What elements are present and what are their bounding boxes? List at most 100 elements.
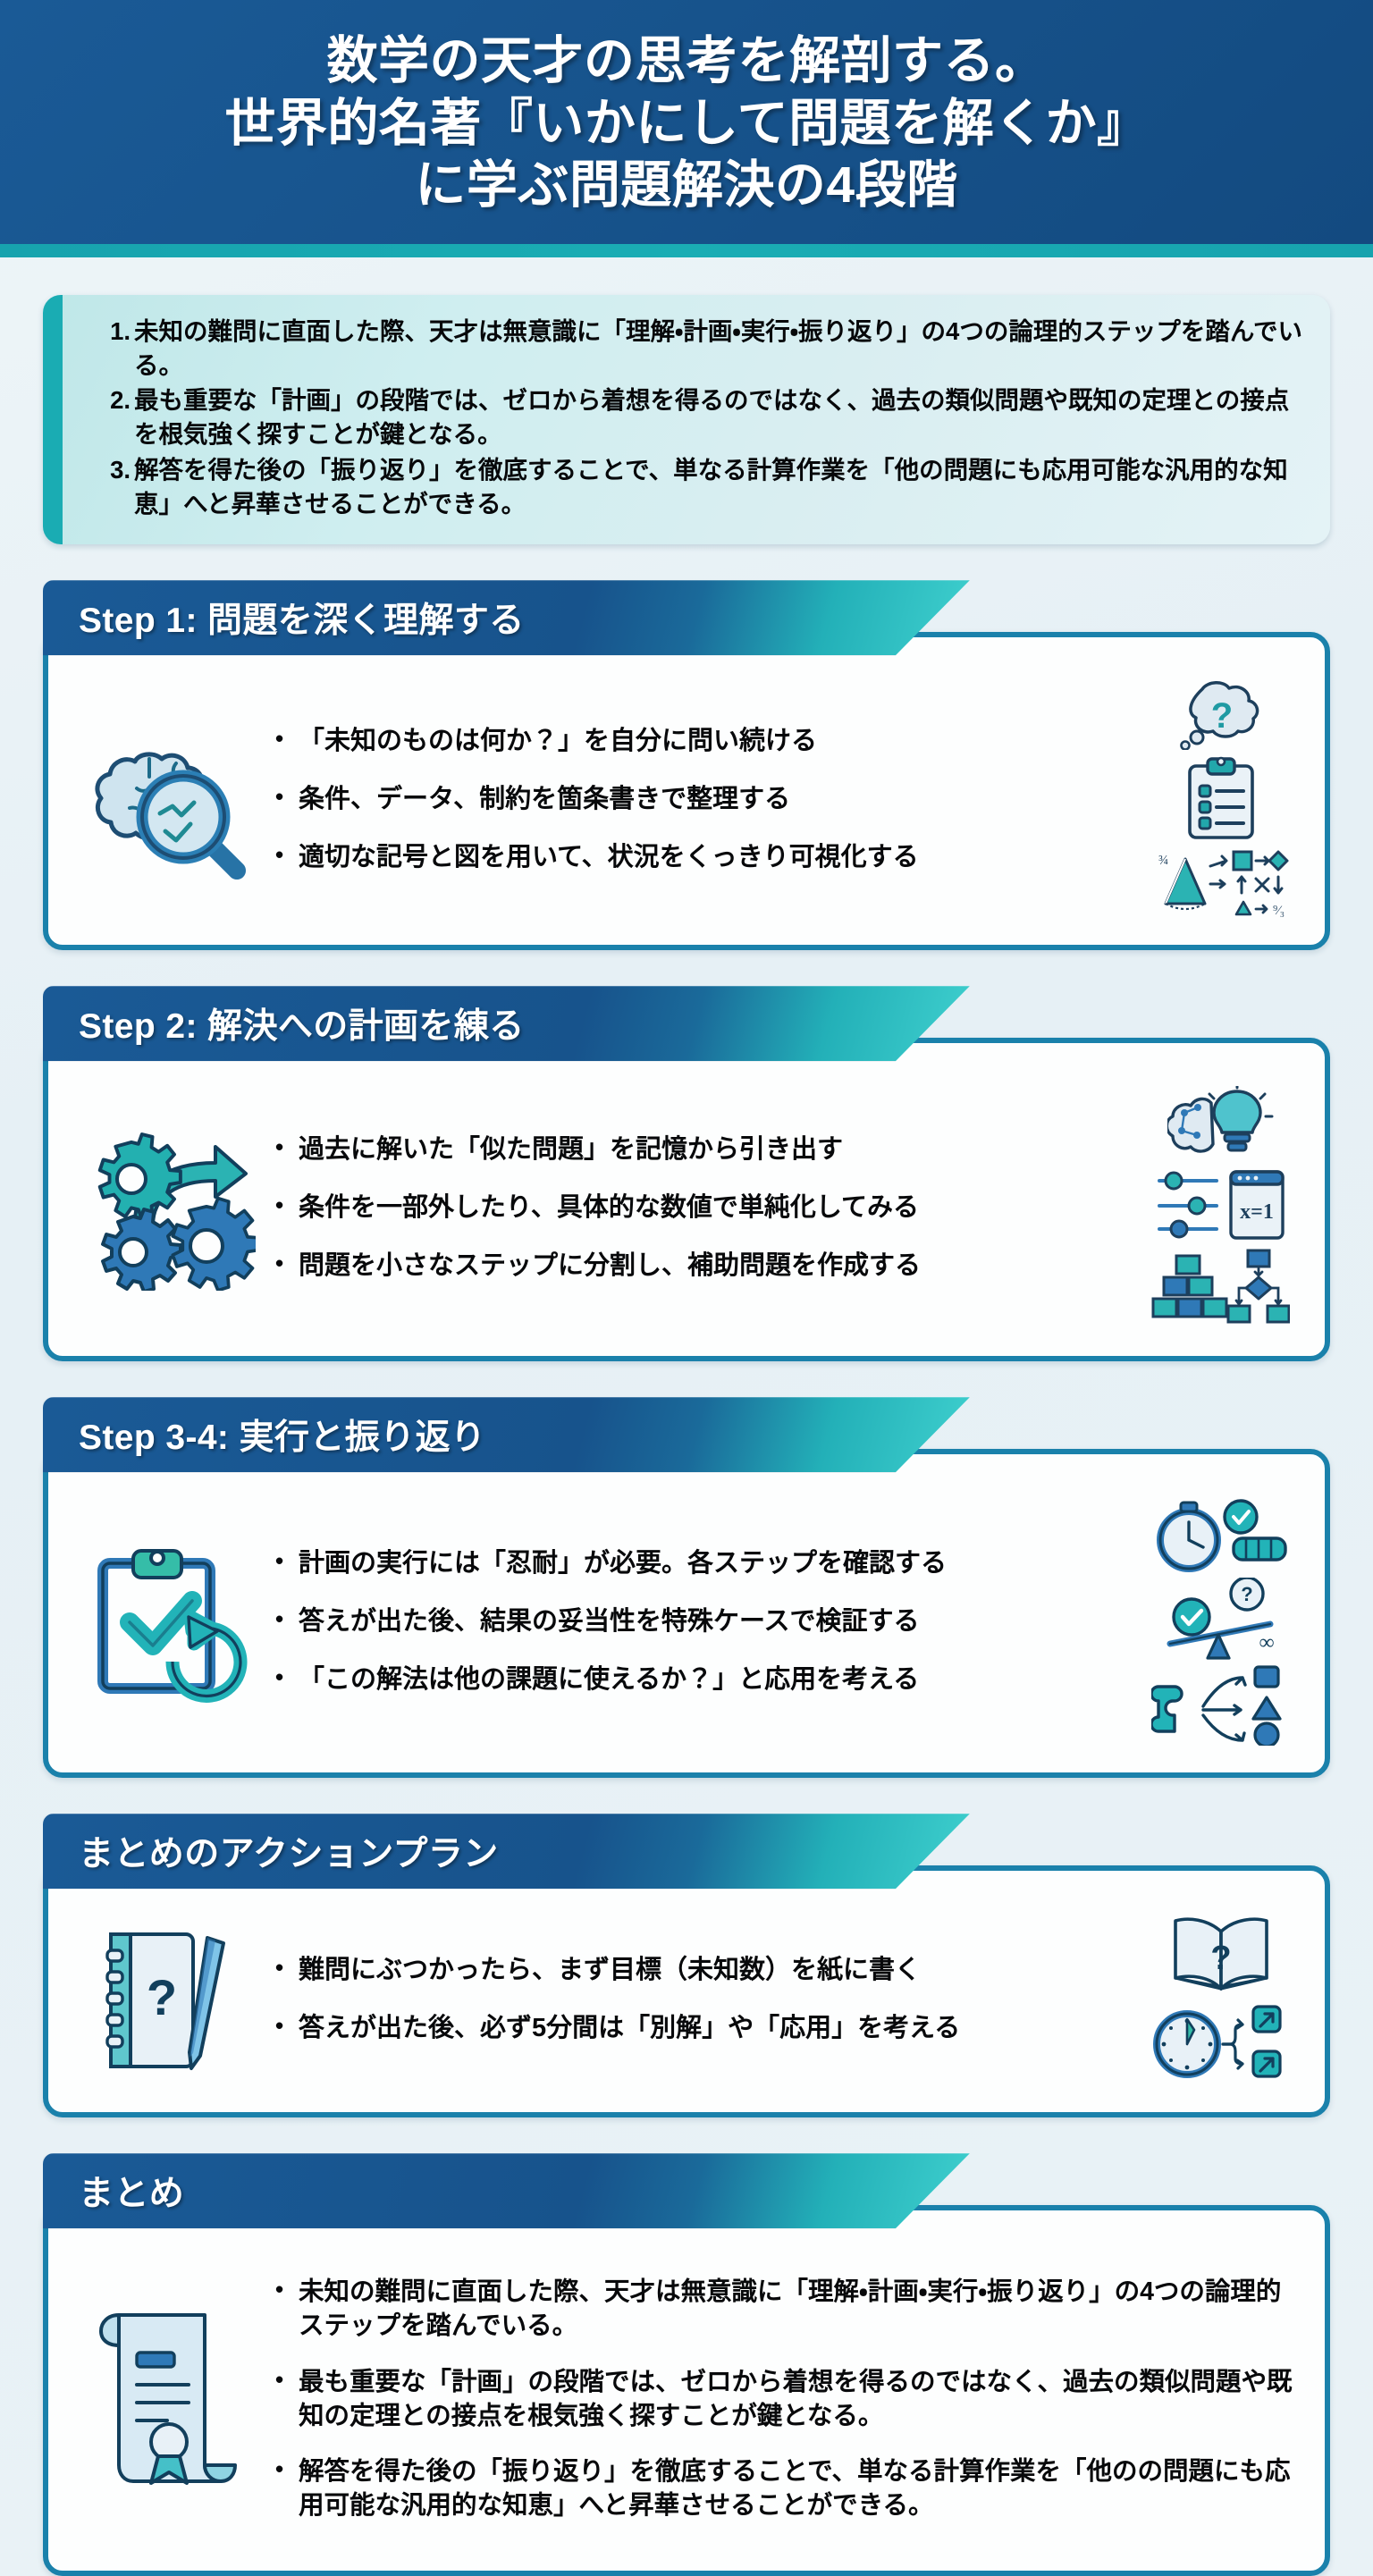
list-item: • 条件、データ、制約を箇条書きで整理する bbox=[275, 782, 1133, 817]
stopwatch-progress-icon bbox=[1157, 1499, 1287, 1573]
bullet-dot-icon: • bbox=[275, 2012, 284, 2040]
list-item: • 最も重要な「計画」の段階では、ゼロから着想を得るのではなく、過去の類似問題や… bbox=[275, 2365, 1298, 2433]
step2-icon-stack: x=1 bbox=[1138, 1086, 1303, 1329]
bullet-dot-icon: • bbox=[275, 2365, 284, 2393]
notebook-pen-icon: ? bbox=[70, 1924, 266, 2075]
section-banner-step34: Step 3-4: 実行と振り返り bbox=[43, 1397, 970, 1473]
list-item: • 過去に解いた「似た問題」を記憶から引き出す bbox=[275, 1132, 1133, 1167]
bullet-text: 答えが出た後、必ず5分間は「別解」や「応用」を考える bbox=[299, 2014, 961, 2043]
blocks-flowchart-icon bbox=[1151, 1249, 1290, 1324]
gears-arrow-icon bbox=[70, 1125, 266, 1291]
list-item: • 答えが出た後、必ず5分間は「別解」や「応用」を考える bbox=[275, 2011, 1133, 2046]
list-item: • 難問にぶつかったら、まず目標（未知数）を紙に書く bbox=[275, 1953, 1133, 1988]
bullet-text: 適切な記号と図を用いて、状況をくっきり可視化する bbox=[299, 842, 919, 871]
bullet-text: 条件を一部外したり、具体的な数値で単純化してみる bbox=[299, 1192, 919, 1222]
bullet-dot-icon: • bbox=[275, 1546, 284, 1574]
list-item: • 未知の難問に直面した際、天才は無意識に「理解・計画・実行・振り返り」の4つの… bbox=[275, 2275, 1298, 2343]
list-item: • 解答を得た後の「振り返り」を徹底することで、単なる計算作業を「他のの問題にも… bbox=[275, 2454, 1298, 2522]
brain-lightbulb-icon bbox=[1167, 1086, 1273, 1153]
top-summary: 未知の難問に直面した際、天才は無意識に「理解・計画・実行・振り返り」の4つの論理… bbox=[43, 294, 1330, 545]
banner-shape bbox=[43, 986, 970, 1062]
bullet-text: 難問にぶつかったら、まず目標（未知数）を紙に書く bbox=[299, 1956, 922, 1985]
svg-text:⁹⁄₃: ⁹⁄₃ bbox=[1273, 904, 1285, 918]
bullet-text: 問題を小さなステップに分割し、補助問題を作成する bbox=[299, 1250, 922, 1280]
list-item: • 問題を小さなステップに分割し、補助問題を作成する bbox=[275, 1249, 1133, 1284]
clipboard-check-refresh-icon bbox=[70, 1536, 266, 1706]
section-card-conclusion: • 未知の難問に直面した際、天才は無意識に「理解・計画・実行・振り返り」の4つの… bbox=[43, 2205, 1330, 2576]
bullet-dot-icon: • bbox=[275, 782, 284, 810]
banner-shape bbox=[43, 2153, 970, 2229]
list-item: • 適切な記号と図を用いて、状況をくっきり可視化する bbox=[275, 840, 1133, 875]
list-item: 未知の難問に直面した際、天才は無意識に「理解・計画・実行・振り返り」の4つの論理… bbox=[95, 315, 1302, 379]
svg-text:?: ? bbox=[1210, 696, 1232, 736]
section-step34: Step 3-4: 実行と振り返り bbox=[43, 1397, 1330, 1779]
bullet-list-step1: • 「未知のものは何か？」を自分に問い続ける • 条件、データ、制約を箇条書きで… bbox=[266, 701, 1138, 898]
page-title: 数学の天才の思考を解剖する。 世界的名著『いかにして問題を解くか』 に学ぶ問題解… bbox=[224, 32, 1149, 215]
bullet-dot-icon: • bbox=[275, 724, 284, 752]
clock-branch-arrows-icon bbox=[1152, 2005, 1282, 2079]
step34-icon-stack: ? ∞ bbox=[1138, 1497, 1303, 1747]
svg-text:?: ? bbox=[1210, 1940, 1231, 1977]
section-banner-step2: Step 2: 解決への計画を練る bbox=[43, 986, 970, 1062]
section-card-action-plan: ? • 難問にぶつかったら、まず目標（未知数）を紙に書く • 答えが出た後、必ず… bbox=[43, 1865, 1330, 2118]
clipboard-checklist-icon bbox=[1187, 756, 1254, 840]
header-accent-bar bbox=[0, 243, 1373, 257]
bullet-dot-icon: • bbox=[275, 1191, 284, 1218]
banner-shape bbox=[43, 580, 970, 656]
bullet-dot-icon: • bbox=[275, 1663, 284, 1690]
bullet-list-step2: • 過去に解いた「似た問題」を記憶から引き出す • 条件を一部外したり、具体的な… bbox=[266, 1109, 1138, 1307]
brain-magnifier-icon bbox=[70, 719, 266, 880]
geometry-symbols-icon: ¾ ⁹⁄₃ bbox=[1158, 850, 1289, 918]
open-book-question-icon: ? bbox=[1173, 1917, 1268, 1991]
section-conclusion: まとめ bbox=[43, 2153, 1330, 2576]
bullet-text: 最も重要な「計画」の段階では、ゼロから着想を得るのではなく、過去の類似問題や既知… bbox=[299, 2367, 1293, 2430]
bullet-dot-icon: • bbox=[275, 2454, 284, 2482]
balance-scale-icon: ? ∞ bbox=[1167, 1578, 1274, 1660]
bullet-text: 過去に解いた「似た問題」を記憶から引き出す bbox=[299, 1134, 844, 1164]
bullet-text: 「未知のものは何か？」を自分に問い続ける bbox=[299, 726, 818, 755]
bullet-dot-icon: • bbox=[275, 840, 284, 868]
section-action-plan: まとめのアクションプラン ? bbox=[43, 1814, 1330, 2118]
list-item: • 計画の実行には「忍耐」が必要。各ステップを確認する bbox=[275, 1546, 1133, 1581]
list-item: • 「この解法は他の課題に使えるか？」と応用を考える bbox=[275, 1663, 1133, 1697]
bullet-list-conclusion: • 未知の難問に直面した際、天才は無意識に「理解・計画・実行・振り返り」の4つの… bbox=[266, 2253, 1303, 2544]
bullet-text: 「この解法は他の課題に使えるか？」と応用を考える bbox=[299, 1664, 920, 1694]
bullet-list-step34: • 計画の実行には「忍耐」が必要。各ステップを確認する • 答えが出た後、結果の… bbox=[266, 1523, 1138, 1721]
bullet-list-action-plan: • 難問にぶつかったら、まず目標（未知数）を紙に書く • 答えが出た後、必ず5分… bbox=[266, 1930, 1138, 2069]
bullet-dot-icon: • bbox=[275, 1132, 284, 1160]
section-banner-conclusion: まとめ bbox=[43, 2153, 970, 2229]
list-item: • 「未知のものは何か？」を自分に問い続ける bbox=[275, 724, 1133, 759]
sliders-equation-icon: x=1 bbox=[1157, 1170, 1285, 1240]
section-card-step1: • 「未知のものは何か？」を自分に問い続ける • 条件、データ、制約を箇条書きで… bbox=[43, 632, 1330, 951]
section-title: Step 2: 解決への計画を練る bbox=[79, 1007, 525, 1047]
page-header: 数学の天才の思考を解剖する。 世界的名著『いかにして問題を解くか』 に学ぶ問題解… bbox=[0, 0, 1373, 244]
bullet-dot-icon: • bbox=[275, 2276, 284, 2303]
list-item: • 答えが出た後、結果の妥当性を特殊ケースで検証する bbox=[275, 1604, 1133, 1639]
bullet-dot-icon: • bbox=[275, 1604, 284, 1632]
bullet-dot-icon: • bbox=[275, 1249, 284, 1276]
bullet-text: 解答を得た後の「振り返り」を徹底することで、単なる計算作業を「他のの問題にも応用… bbox=[299, 2456, 1291, 2521]
certificate-scroll-icon bbox=[70, 2302, 266, 2495]
svg-text:¾: ¾ bbox=[1158, 854, 1168, 868]
section-title: まとめのアクションプラン bbox=[79, 1835, 499, 1874]
top-summary-box: 未知の難問に直面した際、天才は無意識に「理解・計画・実行・振り返り」の4つの論理… bbox=[43, 294, 1330, 545]
infographic-page: 数学の天才の思考を解剖する。 世界的名著『いかにして問題を解くか』 に学ぶ問題解… bbox=[0, 0, 1373, 2460]
section-banner-step1: Step 1: 問題を深く理解する bbox=[43, 580, 970, 656]
list-item: 最も重要な「計画」の段階では、ゼロから着想を得るのではなく、過去の類似問題や既知… bbox=[95, 383, 1290, 449]
list-item: • 条件を一部外したり、具体的な数値で単純化してみる bbox=[275, 1191, 1133, 1225]
puzzle-shapes-icon bbox=[1151, 1665, 1282, 1747]
bullet-text: 条件、データ、制約を箇条書きで整理する bbox=[299, 784, 791, 813]
svg-text:?: ? bbox=[1241, 1583, 1252, 1605]
section-title: Step 1: 問題を深く理解する bbox=[79, 602, 525, 641]
bullet-text: 答えが出た後、結果の妥当性を特殊ケースで検証する bbox=[299, 1606, 920, 1636]
svg-text:x=1: x=1 bbox=[1240, 1200, 1274, 1224]
section-step2: Step 2: 解決への計画を練る bbox=[43, 986, 1330, 1362]
bullet-text: 計画の実行には「忍耐」が必要。各ステップを確認する bbox=[299, 1548, 948, 1578]
section-title: まとめ bbox=[79, 2175, 185, 2214]
section-step1: Step 1: 問題を深く理解する bbox=[43, 580, 1330, 951]
section-card-step34: • 計画の実行には「忍耐」が必要。各ステップを確認する • 答えが出た後、結果の… bbox=[43, 1449, 1330, 1779]
banner-shape bbox=[43, 1814, 970, 1890]
svg-text:?: ? bbox=[147, 1969, 177, 2025]
action-plan-icon-stack: ? bbox=[1138, 1914, 1303, 2085]
top-summary-list: 未知の難問に直面した際、天才は無意識に「理解・計画・実行・振り返り」の4つの論理… bbox=[89, 315, 1303, 522]
